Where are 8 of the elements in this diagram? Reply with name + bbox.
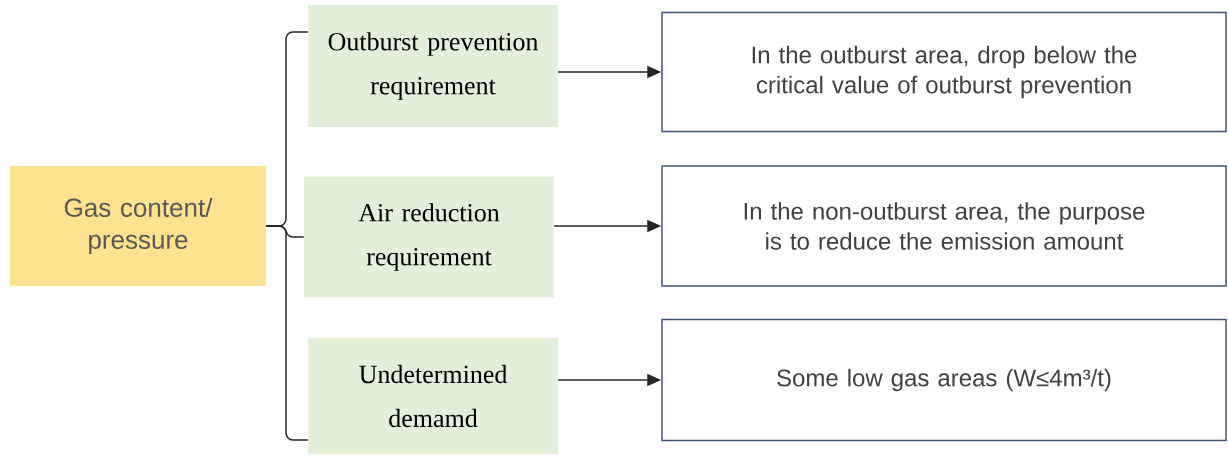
brace <box>265 225 309 441</box>
source-box: Gas content/ pressure <box>10 166 266 286</box>
result-box: Some low gas areas (W≤4m³/t) <box>661 318 1227 442</box>
result-box: In the outburst area, drop below the critical value of outburst prevention <box>661 11 1227 133</box>
requirement-box: Outburst prevention requirement <box>308 5 558 127</box>
requirement-box: Air reduction requirement <box>304 176 554 298</box>
result-box: In the non-outburst area, the purpose is to reduce the emission amount <box>661 165 1227 287</box>
requirement-box: Undetermined demamd <box>308 338 558 454</box>
